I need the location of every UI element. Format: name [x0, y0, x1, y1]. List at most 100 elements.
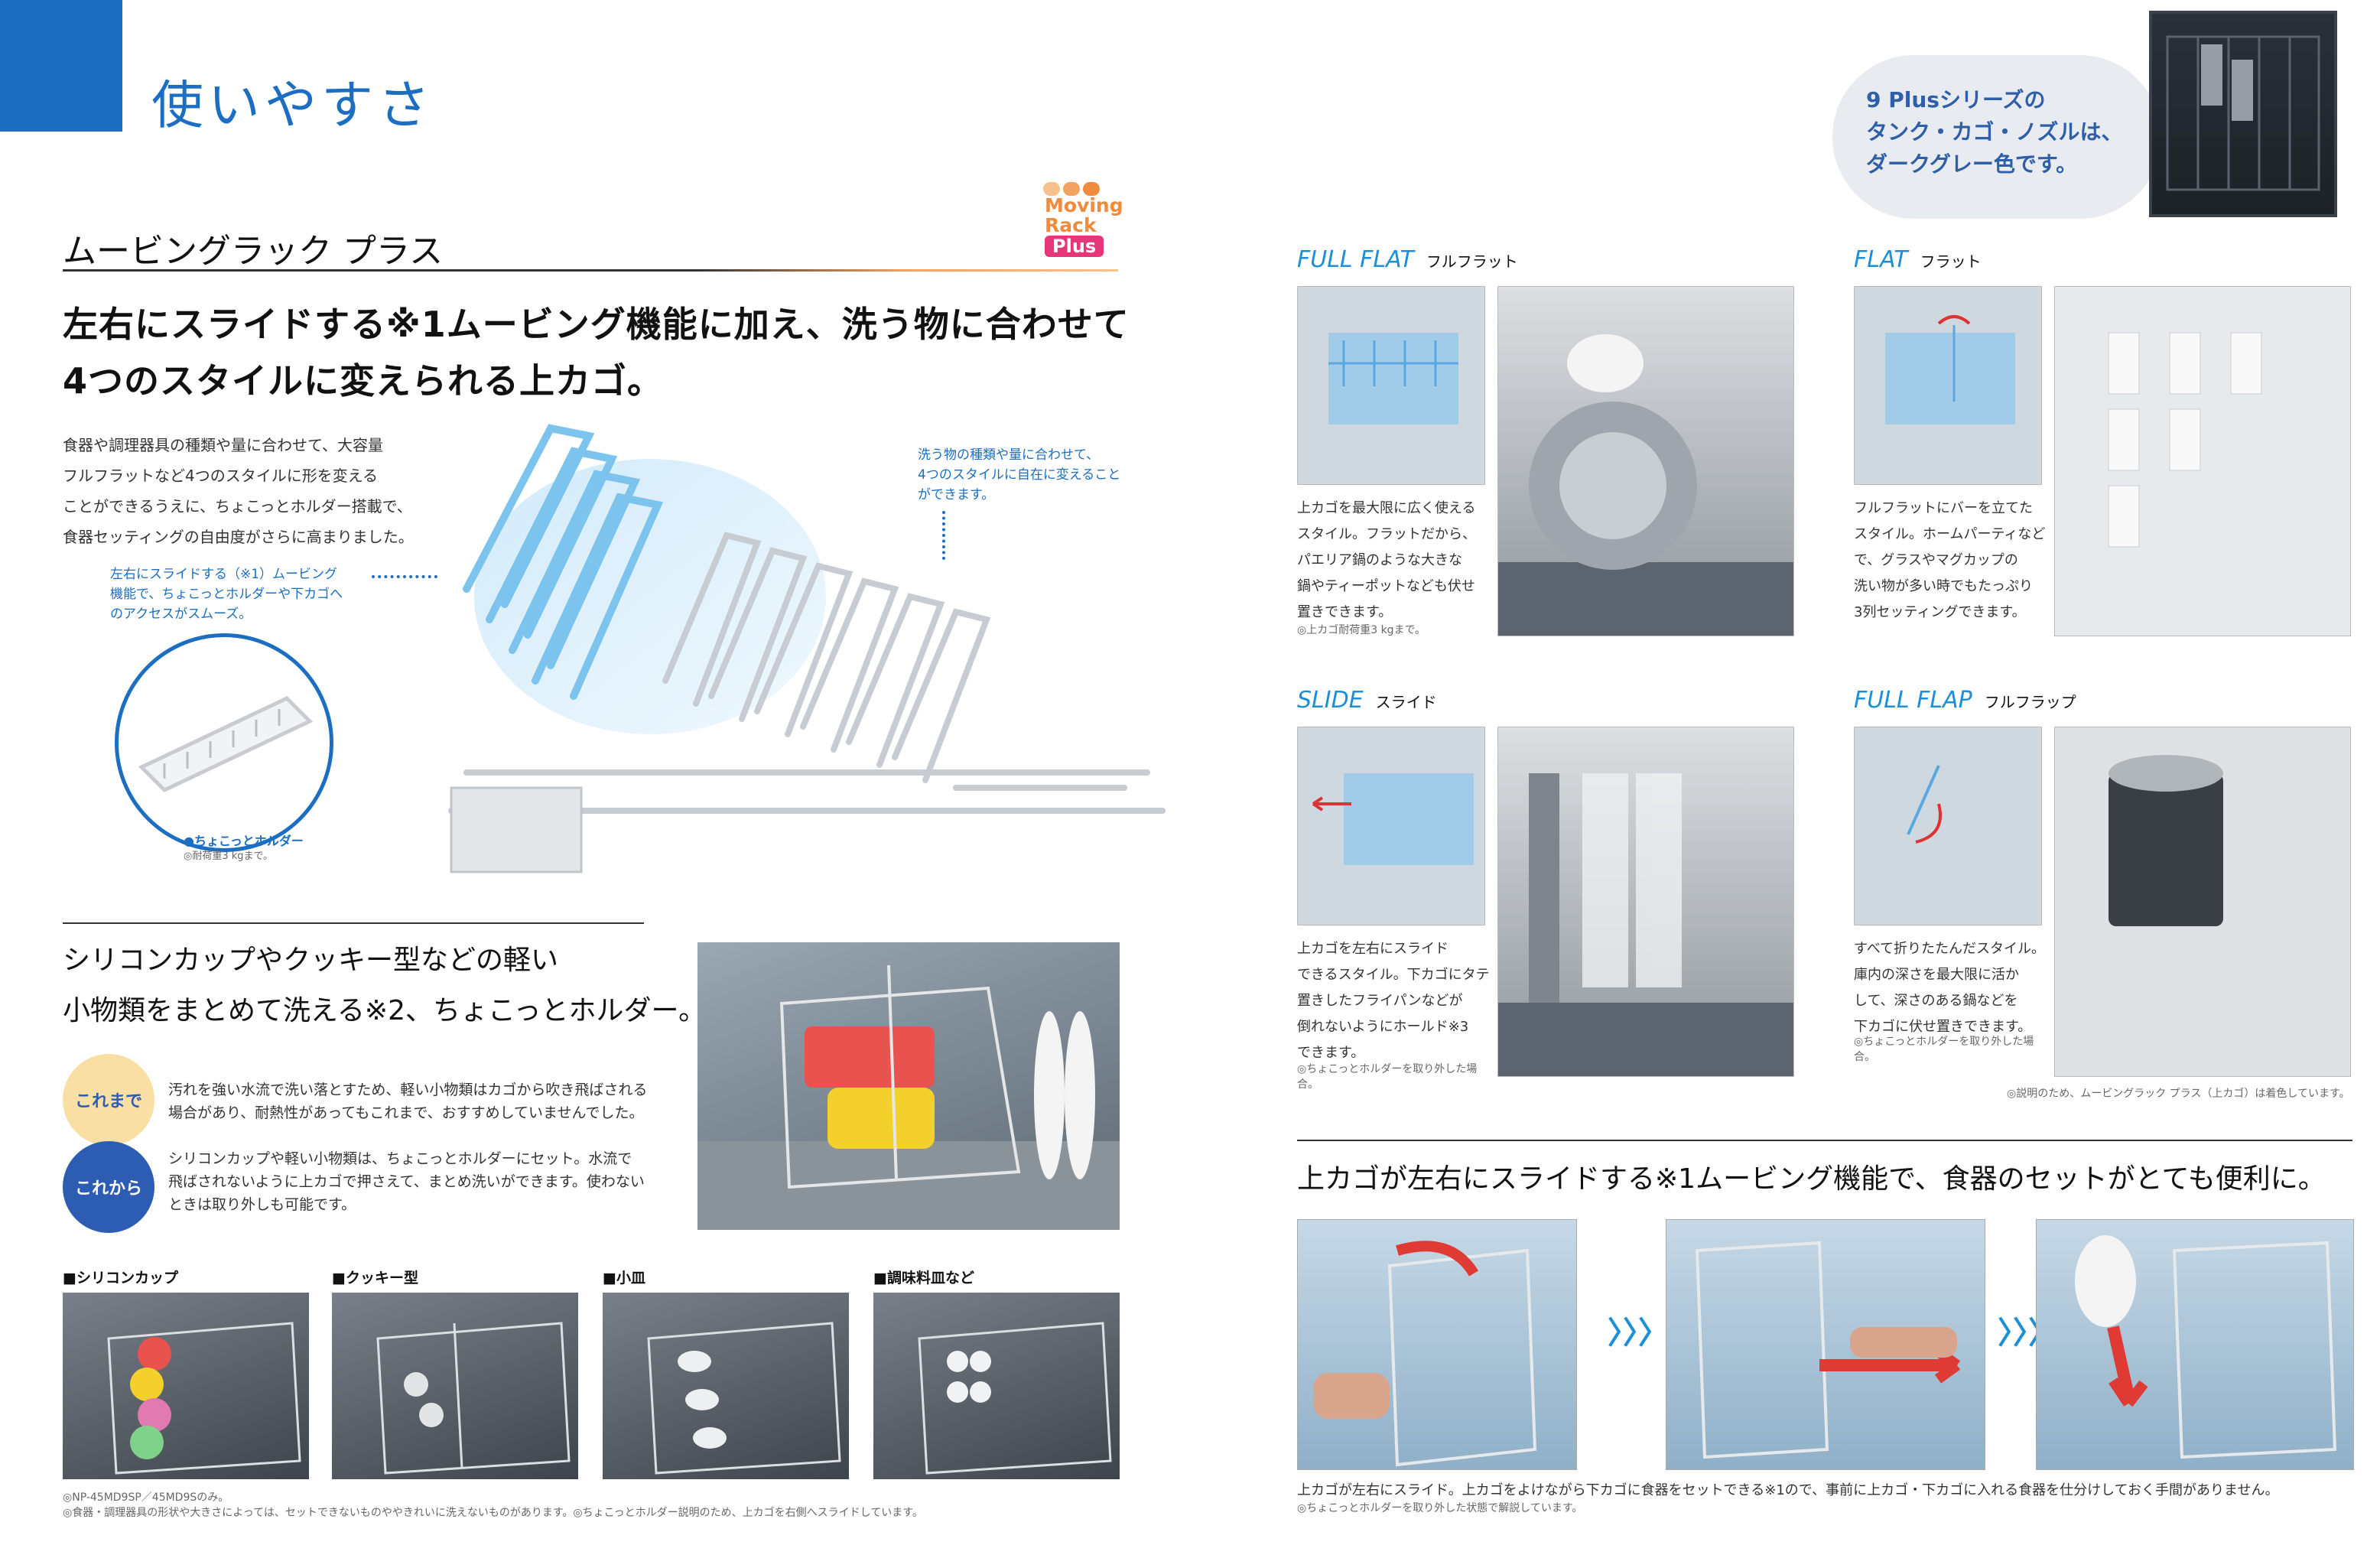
section2-rule — [63, 922, 644, 924]
holder-note: ◎耐荷重3 kgまで。 — [184, 851, 274, 862]
step3-photo — [2036, 1219, 2354, 1470]
item-label-seasoning: ■調味料皿など — [873, 1270, 974, 1286]
holder-label: ●ちょこっとホルダー — [184, 834, 304, 848]
style-text-line: 3列セッティングできます。 — [1854, 604, 2026, 620]
item-photo-seasoning-illustration — [918, 1322, 1112, 1475]
item-label-silicone: ■シリコンカップ — [63, 1270, 178, 1286]
section-title: ムービングラック プラス — [63, 232, 444, 271]
style-subtitle: スライド — [1375, 693, 1437, 711]
style-text-line: できます。 — [1297, 1045, 1365, 1061]
bottom-note: ◎ちょこっとホルダーを取り外した状態で解説しています。 — [1297, 1502, 1583, 1514]
style-text-line: 置きできます。 — [1297, 604, 1393, 620]
style-text-line: して、深さのある鍋などを — [1854, 993, 2018, 1009]
item-photo-silicone — [63, 1293, 309, 1479]
footnote-model: ◎NP-45MD9SP／45MD9Sのみ。 — [63, 1491, 229, 1504]
intro-line: ことができるうえに、ちょこっとホルダー搭載で、 — [63, 497, 412, 516]
page-title: 使いやすさ — [151, 76, 435, 136]
style-text-line: で、グラスやマグカップの — [1854, 552, 2018, 568]
slide-photo-illustration — [1498, 773, 1793, 1076]
bottom-title: 上カゴが左右にスライドする※1ムービング機能で、食器のセットがとても便利に。 — [1297, 1163, 2326, 1195]
style-text-line: 鍋やティーポットなども伏せ — [1297, 578, 1475, 594]
style-title-slide: SLIDE スライド — [1297, 687, 1437, 714]
style-note-line: 4つのスタイルに自在に変えること — [918, 467, 1121, 483]
full-flat-photo — [1497, 286, 1794, 636]
after-text-line: ときは取り外しも可能です。 — [168, 1196, 356, 1213]
step3-illustration — [2075, 1235, 2337, 1459]
section2-title-line1: シリコンカップやクッキー型などの軽い — [63, 945, 559, 976]
item-photo-cookie-illustration — [376, 1322, 571, 1475]
logo-line2: Rack — [1045, 214, 1097, 236]
item-photo-cookie — [332, 1293, 578, 1479]
after-text-line: 飛ばされないように上カゴで押さえて、まとめ洗いができます。使わない — [168, 1173, 645, 1190]
style-note-line: 洗う物の種類や量に合わせて、 — [918, 447, 1100, 463]
style-text-line: スタイル。フラットだから、 — [1297, 526, 1476, 542]
slide-note-line: 機能で、ちょこっとホルダーや下カゴへ — [110, 587, 343, 602]
bottom-rule — [1297, 1140, 2352, 1141]
footnote-shape: ◎食器・調理器具の形状や大きさによっては、セットできないものややきれいに洗えない… — [63, 1507, 923, 1519]
intro-line: 食器セッティングの自由度がさらに高まりました。 — [63, 528, 414, 546]
item-photo-small-plate-illustration — [647, 1322, 841, 1475]
style-text-line: 置きしたフライパンなどが — [1297, 993, 1463, 1009]
page-corner-tab — [0, 0, 122, 132]
full-flap-photo — [2054, 727, 2351, 1077]
dark-basket-illustration — [2166, 35, 2320, 191]
headline-line1: 左右にスライドする※1ムービング機能に加え、洗う物に合わせて — [63, 304, 1130, 345]
step2-illustration — [1695, 1241, 1961, 1459]
item-photo-seasoning — [873, 1293, 1120, 1479]
style-subtitle: フルフラット — [1426, 252, 1518, 271]
style-title-text: FULL FLAT — [1297, 246, 1414, 273]
intro-line: フルフラットなど4つのスタイルに形を変える — [63, 467, 379, 485]
holder-photo-illustration — [697, 964, 1120, 1230]
style-text-line: 上カゴを左右にスライド — [1297, 941, 1448, 957]
full-flat-note: ◎上カゴ耐荷重3 kgまで。 — [1297, 624, 1426, 636]
headline-line2: 4つのスタイルに変えられる上カゴ。 — [63, 360, 664, 402]
after-badge: これから — [63, 1141, 154, 1233]
bubble-line: 9 Plusシリーズの — [1866, 87, 2046, 112]
color-bubble — [1832, 55, 2161, 219]
slide-photo — [1497, 727, 1794, 1077]
logo-line3: Plus — [1045, 236, 1104, 257]
moving-rack-illustration — [448, 424, 1166, 873]
slide-note-text: ◎ちょこっとホルダーを取り外した場合。 — [1297, 1063, 1478, 1091]
step1-photo — [1297, 1219, 1577, 1470]
dark-gray-basket-photo — [2149, 11, 2337, 217]
style-text-line: 倒れないようにホールド※3 — [1297, 1019, 1469, 1035]
style-title-full-flat: FULL FLAT フルフラット — [1297, 246, 1518, 273]
style-text-line: 洗い物が多い時でもたっぷり — [1854, 578, 2033, 594]
before-badge: これまで — [63, 1054, 154, 1146]
full-flap-diagram — [1854, 727, 2042, 925]
style-title-text: FLAT — [1854, 246, 1908, 273]
style-text-line: 上カゴを最大限に広く使える — [1297, 500, 1476, 516]
flat-photo — [2054, 286, 2351, 636]
style-title-text: SLIDE — [1297, 687, 1364, 714]
style-note: 洗う物の種類や量に合わせて、 4つのスタイルに自在に変えること ができます。 — [918, 445, 1120, 505]
flat-diagram-illustration — [1855, 287, 2041, 484]
style-title-text: FULL FLAP — [1854, 687, 1972, 714]
slide-diagram — [1297, 727, 1485, 925]
before-text-line: 汚れを強い水流で洗い落とすため、軽い小物類はカゴから吹き飛ばされる — [168, 1082, 648, 1098]
style-text-line: パエリア鍋のような大きな — [1297, 552, 1462, 568]
item-photo-silicone-illustration — [107, 1322, 301, 1475]
full-flat-diagram — [1297, 286, 1485, 485]
full-flat-photo-illustration — [1498, 334, 1793, 636]
style-text-line: フルフラットにバーを立てた — [1854, 500, 2033, 516]
full-flap-diagram-illustration — [1855, 727, 2041, 925]
bubble-line: タンク・カゴ・ノズルは、 — [1866, 119, 2123, 145]
before-text-line: 場合があり、耐熱性があってもこれまで、おすすめしていませんでした。 — [168, 1104, 644, 1121]
flat-diagram — [1854, 286, 2042, 485]
slide-note-line: のアクセスがスムーズ。 — [110, 607, 252, 622]
slide-note: 左右にスライドする（※1）ムービング 機能で、ちょこっとホルダーや下カゴへ のア… — [110, 564, 343, 624]
style-note-leader — [942, 511, 948, 560]
style-note-line: ができます。 — [918, 487, 995, 503]
color-bubble-text: 9 Plusシリーズの タンク・カゴ・ノズルは、 ダークグレー色です。 — [1866, 84, 2122, 181]
style-text-line: できるスタイル。下カゴにタテ — [1297, 967, 1490, 983]
item-photo-small-plate — [603, 1293, 849, 1479]
slide-text: 上カゴを左右にスライド できるスタイル。下カゴにタテ 置きしたフライパンなどが … — [1297, 936, 1490, 1066]
style-text-line: 庫内の深さを最大限に活か — [1854, 967, 2019, 983]
section-rule — [63, 269, 1118, 272]
slide-diagram-illustration — [1298, 727, 1484, 925]
color-note: ◎説明のため、ムービングラック プラス（上カゴ）は着色しています。 — [2007, 1088, 2350, 1100]
bottom-text: 上カゴが左右にスライド。上カゴをよけながら下カゴに食器をセットできる※1ので、事… — [1297, 1482, 2279, 1498]
